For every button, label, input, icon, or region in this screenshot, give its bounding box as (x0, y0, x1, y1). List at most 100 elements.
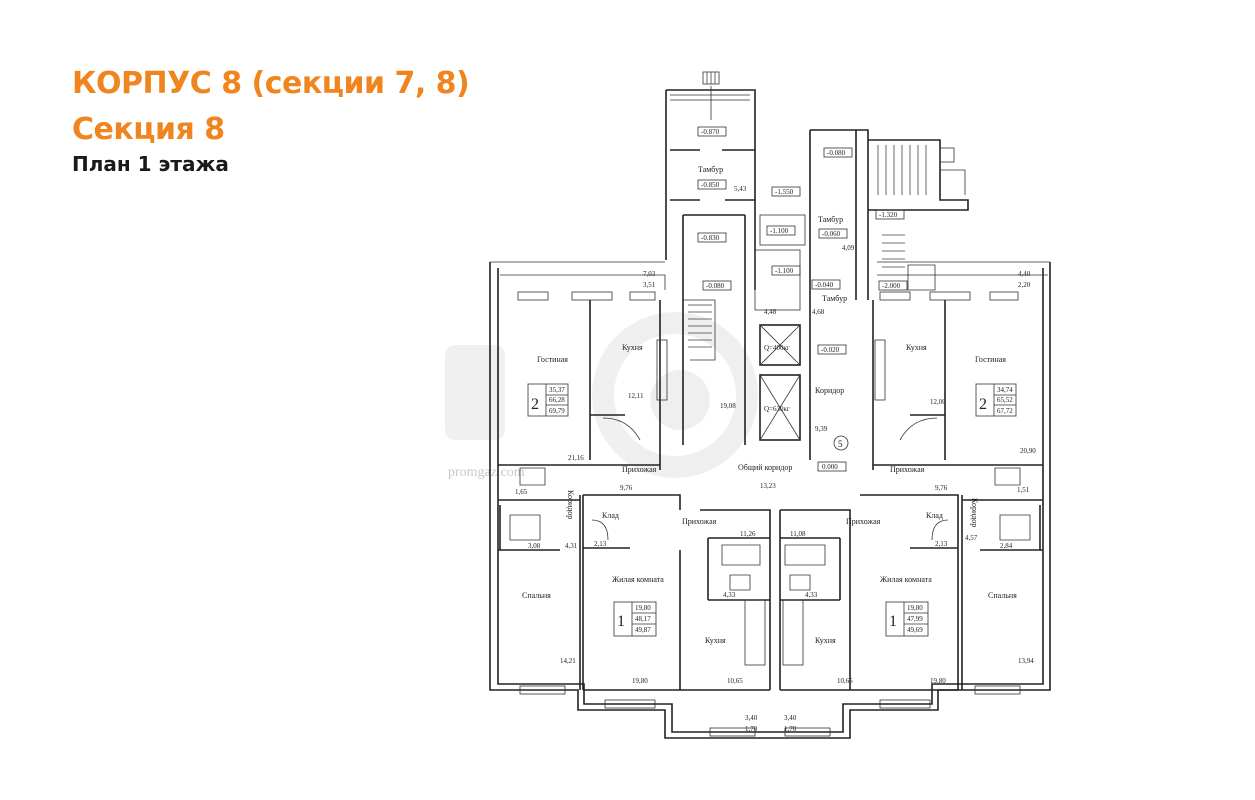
level-mark: -2.000 (882, 282, 901, 290)
rooms-count: 2 (531, 396, 539, 413)
room-label: Тамбур (698, 165, 723, 174)
room-label: Коридор (970, 498, 979, 527)
level-mark: -0.020 (821, 346, 840, 354)
area-label: 13,94 (1018, 657, 1034, 665)
room-label: Коридор (566, 490, 575, 519)
level-mark: -0.870 (701, 128, 720, 136)
level-mark: -1.100 (775, 267, 794, 275)
stair-entrance (665, 71, 756, 445)
room-label: Общий коридор (738, 463, 792, 472)
apartment-box-tl: 2 35,37 66,28 69,79 (527, 383, 569, 417)
level-mark: -0.830 (701, 234, 720, 242)
area-value: 19,80 (635, 604, 651, 612)
area-value: 35,37 (549, 386, 565, 394)
area-value: 19,80 (907, 604, 923, 612)
axis-marker (833, 435, 849, 451)
room-label: Клад (602, 511, 619, 520)
area-label: 20,90 (1020, 447, 1036, 455)
area-label: 4,33 (723, 591, 736, 599)
area-value: 34,74 (997, 386, 1013, 394)
area-label: 2,84 (1000, 542, 1013, 550)
area-label: 1,65 (515, 488, 528, 496)
area-label: 10,65 (727, 677, 743, 685)
elevator-capacity: Q=400кг (764, 344, 790, 352)
area-label: 2,20 (1018, 281, 1031, 289)
area-label: 13,23 (760, 482, 776, 490)
room-label: Тамбур (818, 215, 843, 224)
room-label: Коридор (815, 386, 844, 395)
area-label: 3,51 (643, 281, 656, 289)
area-label: 2,13 (594, 540, 607, 548)
area-label: 4,09 (842, 244, 855, 252)
room-label: Жилая комната (612, 575, 664, 584)
area-label: 10,65 (837, 677, 853, 685)
rooms-count: 2 (979, 396, 987, 413)
area-value: 66,28 (549, 396, 565, 404)
level-mark: -0.040 (815, 281, 834, 289)
room-label: Гостиная (537, 355, 568, 364)
area-label: 1,51 (1017, 486, 1030, 494)
room-label: Спальня (988, 591, 1017, 600)
room-label: Кухня (705, 636, 726, 645)
area-labels: 7,03 3,51 5,43 12,11 19,08 21,16 1,65 9,… (515, 185, 1036, 733)
area-label: 9,76 (620, 484, 633, 492)
level-mark: -0.060 (822, 230, 841, 238)
area-label: 4,68 (812, 308, 825, 316)
floor-subtitle: План 1 этажа (72, 152, 229, 176)
rooms-count: 1 (889, 613, 897, 630)
interior-walls-left (498, 300, 771, 691)
area-label: 5,43 (734, 185, 747, 193)
level-mark: -0.850 (701, 181, 720, 189)
area-label: 4,57 (965, 534, 978, 542)
area-label: 4,33 (805, 591, 818, 599)
area-label: 3,40 (784, 714, 797, 722)
area-label: 3,40 (745, 714, 758, 722)
area-value: 65,52 (997, 396, 1013, 404)
stair-right (809, 129, 969, 460)
area-label: 4,31 (565, 542, 578, 550)
area-label: 3,08 (528, 542, 541, 550)
level-mark: -0.080 (827, 149, 846, 157)
section-title: Секция 8 (72, 112, 225, 147)
area-value: 47,99 (907, 615, 923, 623)
area-label: 1,70 (745, 725, 758, 733)
apartment-box-bl: 1 19,80 48,17 49,87 (613, 601, 657, 637)
level-mark: 0.000 (822, 463, 838, 471)
room-label: Гостиная (975, 355, 1006, 364)
area-value: 49,87 (635, 626, 651, 634)
page-title: КОРПУС 8 (секции 7, 8) (72, 66, 470, 101)
area-label: 19,80 (632, 677, 648, 685)
room-label: Кухня (906, 343, 927, 352)
room-label: Прихожая (682, 517, 717, 526)
area-label: 9,76 (935, 484, 948, 492)
area-label: 9,39 (815, 425, 828, 433)
watermark-text: promgaz.com (448, 465, 525, 480)
room-label: Жилая комната (880, 575, 932, 584)
area-value: 67,72 (997, 407, 1013, 415)
area-label: 4,40 (1018, 270, 1031, 278)
area-label: 11,08 (790, 530, 806, 538)
axis-marker-label: 5 (838, 439, 843, 449)
area-label: 7,03 (643, 270, 656, 278)
level-mark: -1.550 (775, 188, 794, 196)
area-value: 48,17 (635, 615, 651, 623)
room-label: Кухня (622, 343, 643, 352)
level-mark: -1.320 (879, 211, 898, 219)
area-label: 1,70 (784, 725, 797, 733)
area-label: 12,11 (628, 392, 644, 400)
room-label: Прихожая (846, 517, 881, 526)
level-mark: -0.080 (706, 282, 725, 290)
area-label: 14,21 (560, 657, 576, 665)
room-label: Прихожая (890, 465, 925, 474)
area-label: 21,16 (568, 454, 584, 462)
elevator-shafts (754, 214, 806, 441)
area-label: 19,08 (720, 402, 736, 410)
room-label: Тамбур (822, 294, 847, 303)
level-mark: -1.100 (770, 227, 789, 235)
elevator-capacity: Q=630кг (764, 405, 790, 413)
area-label: 4,48 (764, 308, 777, 316)
windows (517, 291, 1021, 737)
area-value: 69,79 (549, 407, 565, 415)
room-label: Спальня (522, 591, 551, 600)
